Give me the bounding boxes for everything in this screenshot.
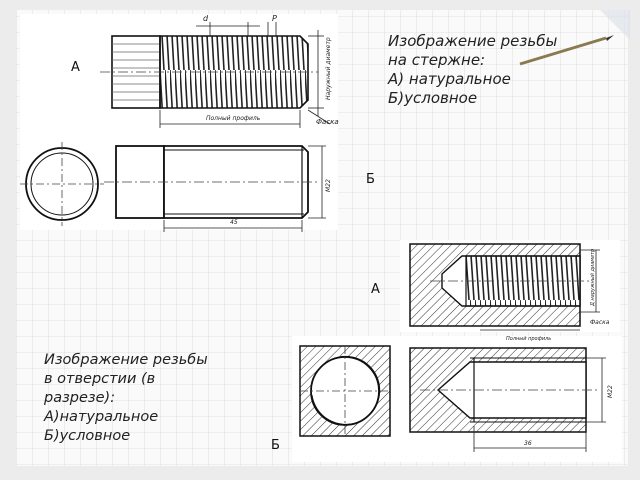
length-36-label: 36: [524, 440, 532, 447]
size-m22-bottom-label: М22: [607, 385, 614, 398]
hole-caption-line: Изображение резьбы: [44, 352, 208, 368]
hole-caption-line: А)натуральное: [44, 409, 159, 425]
hole-caption-line: в отверстии (в: [44, 371, 156, 387]
outer-diameter-label: Наружный диаметр: [325, 37, 332, 100]
hole-caption-line: разрезе):: [44, 390, 116, 406]
label-bottom-a: А: [371, 282, 380, 297]
hole-caption-line: Б)условное: [44, 428, 131, 444]
hole-caption: Изображение резьбы в отверстии (в разрез…: [44, 351, 208, 446]
hole-natural-drawing: [409, 243, 600, 331]
chamfer-bottom-label: Фаска: [590, 319, 610, 326]
rod-caption-line: Изображение резьбы: [388, 32, 558, 50]
length-45-label: 45: [230, 219, 238, 226]
hole-conventional-drawing: [299, 345, 606, 452]
label-top-b: Б: [366, 172, 375, 187]
rod-natural-drawing: [100, 22, 331, 128]
rod-conventional-drawing: [20, 142, 326, 232]
rod-caption: Изображение резьбы на стержне: А) натура…: [388, 32, 557, 108]
dim-p-label: P: [272, 14, 277, 23]
pencil-icon: [519, 35, 614, 66]
dim-d-label: d: [203, 14, 209, 23]
size-m22-top-label: М22: [325, 179, 332, 192]
nominal-diameter-label: Д наружный диаметр: [590, 249, 596, 307]
rod-caption-line: Б)условное: [388, 89, 478, 107]
label-bottom-b: Б: [271, 438, 280, 453]
rod-caption-line: на стержне:: [388, 51, 486, 69]
chamfer-top-label: Фаска: [316, 118, 339, 126]
full-profile-bottom-label: Полный профиль: [506, 336, 551, 342]
full-profile-label: Полный профиль: [206, 115, 261, 122]
rod-caption-line: А) натуральное: [388, 70, 511, 88]
label-top-a: А: [71, 60, 80, 75]
